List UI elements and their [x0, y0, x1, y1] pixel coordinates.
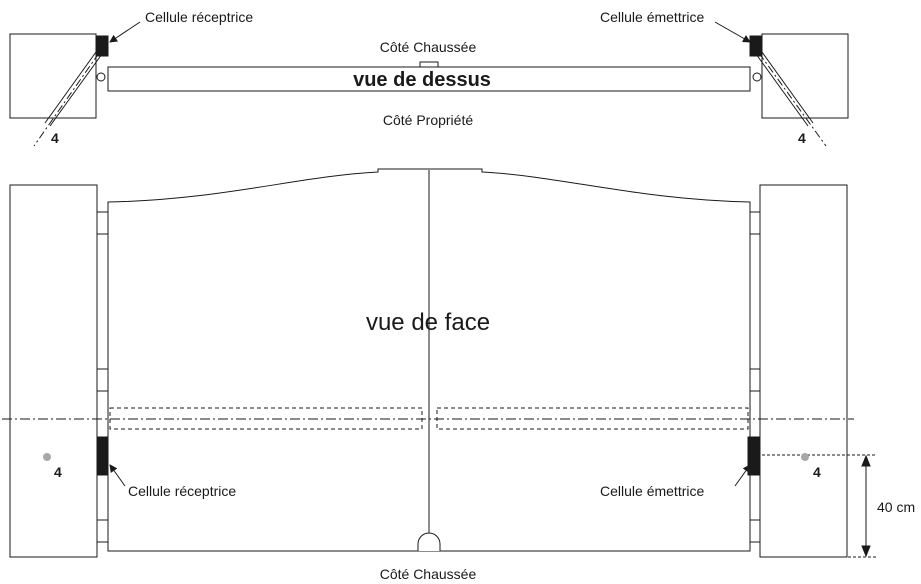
top-view: [9, 21, 849, 147]
top-left-beam-dashdot: [33, 52, 100, 147]
front-left-hinge-1: [96, 211, 109, 235]
top-receiver-cell: [95, 35, 109, 57]
top-emitter-leader: [714, 21, 751, 43]
front-center-stop: [417, 532, 441, 551]
top-right-beam-line-b: [755, 53, 809, 127]
dimension-arrow-top: [861, 454, 871, 467]
top-left-hinge: [96, 72, 106, 82]
front-marker-left: 4: [54, 464, 62, 480]
front-marker-right: 4: [813, 464, 821, 480]
front-receiver-leader: [109, 464, 126, 487]
front-view-title: vue de face: [366, 309, 490, 336]
top-emitter-label: Cellule émettrice: [600, 9, 704, 25]
top-right-beam-line-a: [761, 51, 814, 124]
top-left-pillar: [9, 33, 97, 119]
top-right-hinge: [752, 72, 762, 82]
front-receiver-cell: [96, 436, 109, 476]
front-receiver-label: Cellule réceptrice: [128, 483, 236, 499]
top-marker-left: 4: [51, 130, 59, 146]
front-right-hinge-3: [749, 519, 761, 543]
top-emitter-cell: [749, 35, 763, 57]
top-left-beam-line-a: [44, 51, 97, 124]
top-center-latch: [419, 61, 439, 68]
top-road-side-label: Côté Chaussée: [380, 39, 477, 55]
top-property-side-label: Côté Propriété: [383, 112, 473, 128]
top-receiver-label: Cellule réceptrice: [145, 9, 253, 25]
front-left-hinge-2: [96, 368, 109, 392]
front-marker-left-dot: [43, 453, 51, 461]
front-left-hinge-3: [96, 519, 109, 543]
front-right-hinge-1: [749, 211, 761, 235]
front-road-side-label: Côté Chaussée: [380, 566, 477, 582]
top-right-pillar: [761, 33, 849, 119]
dimension-arrow-bottom: [861, 545, 871, 558]
front-emitter-leader: [734, 464, 751, 487]
top-view-title: vue de dessus: [353, 69, 491, 91]
top-marker-right: 4: [798, 130, 806, 146]
front-emitter-cell: [747, 436, 761, 476]
front-right-hinge-2: [749, 368, 761, 392]
front-marker-right-dot: [801, 453, 809, 461]
front-view: [2, 168, 876, 558]
front-left-pillar: [9, 184, 98, 558]
front-right-pillar: [759, 184, 848, 558]
top-right-beam-dashdot: [758, 52, 827, 147]
top-gate-leaf: [107, 66, 751, 92]
top-left-beam-line-b: [49, 53, 103, 127]
front-emitter-label: Cellule émettrice: [600, 483, 704, 499]
front-height-dimension-label: 40 cm: [877, 499, 915, 515]
top-receiver-leader: [109, 21, 141, 43]
